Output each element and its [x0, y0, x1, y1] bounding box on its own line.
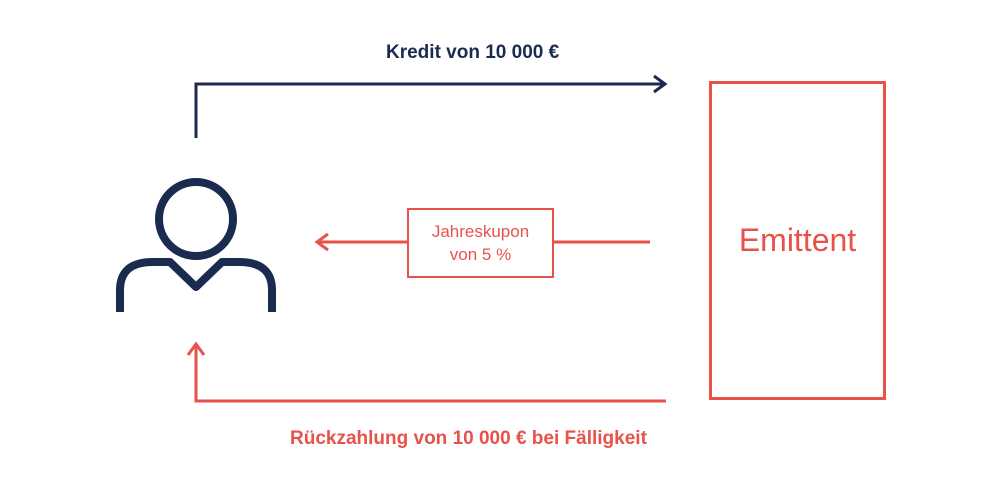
- coupon-box: Jahreskupon von 5 %: [407, 208, 554, 278]
- credit-arrow: [194, 74, 668, 138]
- coupon-label-line2: von 5 %: [449, 245, 512, 264]
- user-icon: [116, 178, 276, 312]
- issuer-label: Emittent: [738, 222, 857, 258]
- coupon-label-line1: Jahreskupon: [431, 222, 530, 241]
- repayment-label: Rückzahlung von 10 000 € bei Fälligkeit: [290, 428, 647, 449]
- credit-label: Kredit von 10 000 €: [386, 42, 560, 63]
- issuer-box: Emittent: [709, 81, 886, 400]
- repayment-arrow: [186, 341, 666, 403]
